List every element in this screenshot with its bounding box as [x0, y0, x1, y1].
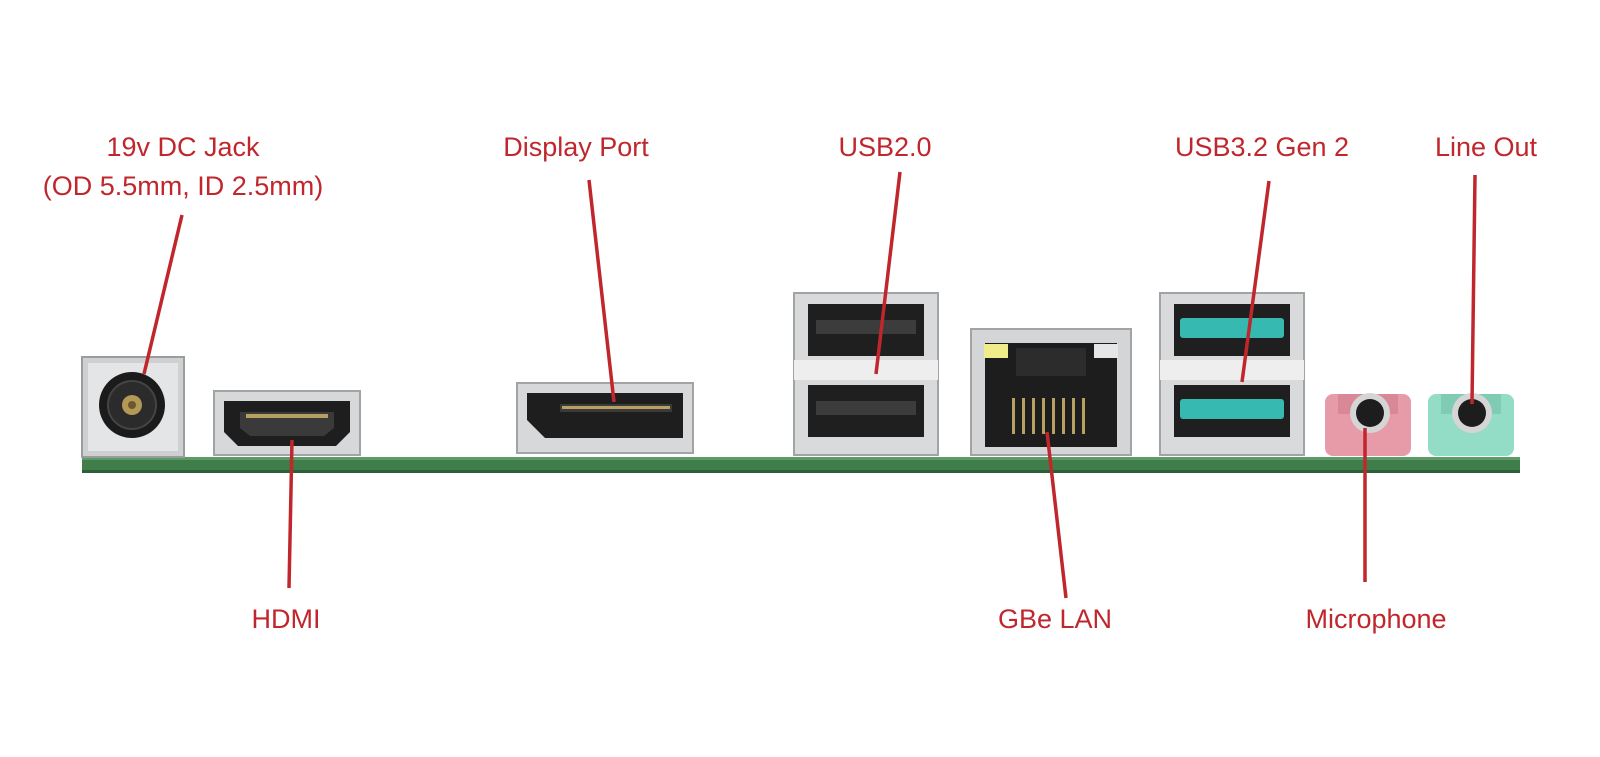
microphone-label: Microphone: [1305, 604, 1447, 634]
usb2-label: USB2.0: [838, 132, 932, 162]
dc-jack-label: 19v DC Jack (OD 5.5mm, ID 2.5mm): [43, 128, 324, 206]
gbe-lan-port: [970, 328, 1132, 456]
line-out-label: Line Out: [1434, 132, 1538, 162]
displayport-port: [516, 382, 694, 454]
hdmi-label: HDMI: [251, 604, 321, 634]
pcb-board: [82, 457, 1520, 473]
gbe-lan-label: GBe LAN: [997, 604, 1113, 634]
leader-dc-jack: [142, 214, 184, 375]
hdmi-port: [213, 390, 361, 456]
dc-jack-label-line2: (OD 5.5mm, ID 2.5mm): [42, 171, 324, 201]
leader-gbe-lan: [1045, 431, 1068, 599]
microphone-jack: [1325, 393, 1411, 456]
leader-display-port: [587, 179, 616, 403]
usb32-label: USB3.2 Gen 2: [1174, 132, 1350, 162]
dc-jack-port: [81, 356, 185, 458]
dc-jack-label-line1: 19v DC Jack: [106, 132, 260, 162]
usb32-ports: [1159, 292, 1305, 456]
leader-usb32: [1240, 180, 1271, 383]
line-out-jack: [1428, 393, 1514, 456]
leader-line-out: [1470, 174, 1477, 405]
leader-usb2: [874, 171, 902, 375]
usb2-ports: [793, 292, 939, 456]
leader-hdmi: [287, 439, 294, 589]
display-port-label: Display Port: [503, 132, 649, 162]
